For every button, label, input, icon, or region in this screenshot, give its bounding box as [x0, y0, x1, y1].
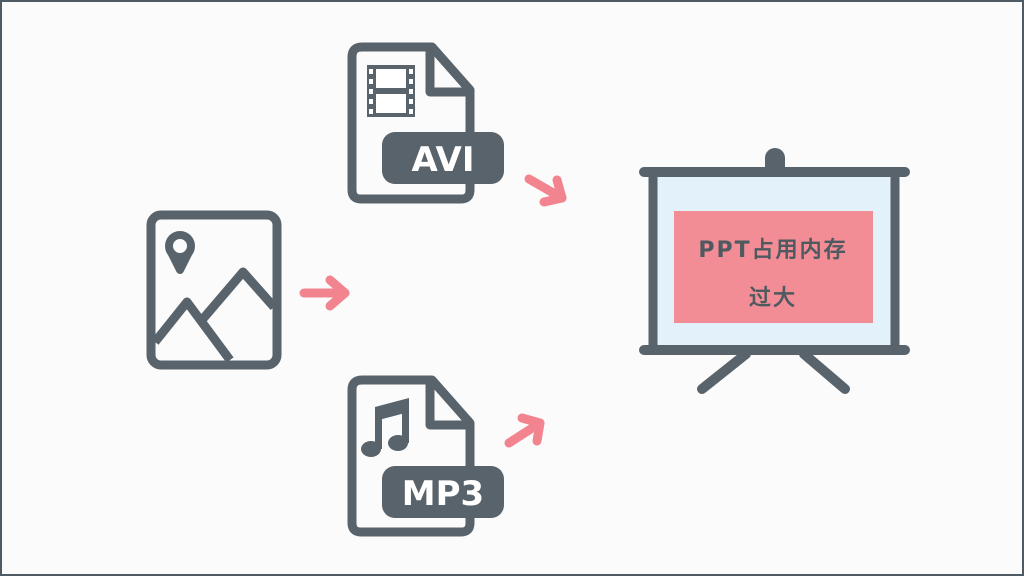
image-file-icon [146, 210, 282, 370]
screen-label-line2: 过大 [749, 286, 797, 311]
arrow-mp3-up-right [504, 413, 545, 448]
arrow-image-right [299, 275, 350, 311]
video-file-icon [347, 42, 475, 204]
mp3-label: MP3 [402, 474, 484, 514]
arrow-avi-down-right [524, 174, 567, 207]
mp3-tag: MP3 [382, 466, 504, 518]
avi-label: AVI [412, 140, 475, 180]
avi-tag: AVI [382, 132, 504, 184]
audio-file-icon [347, 375, 475, 537]
projector-screen-icon [639, 148, 910, 394]
screen-label-line1: PPT占用内存 [698, 237, 847, 263]
